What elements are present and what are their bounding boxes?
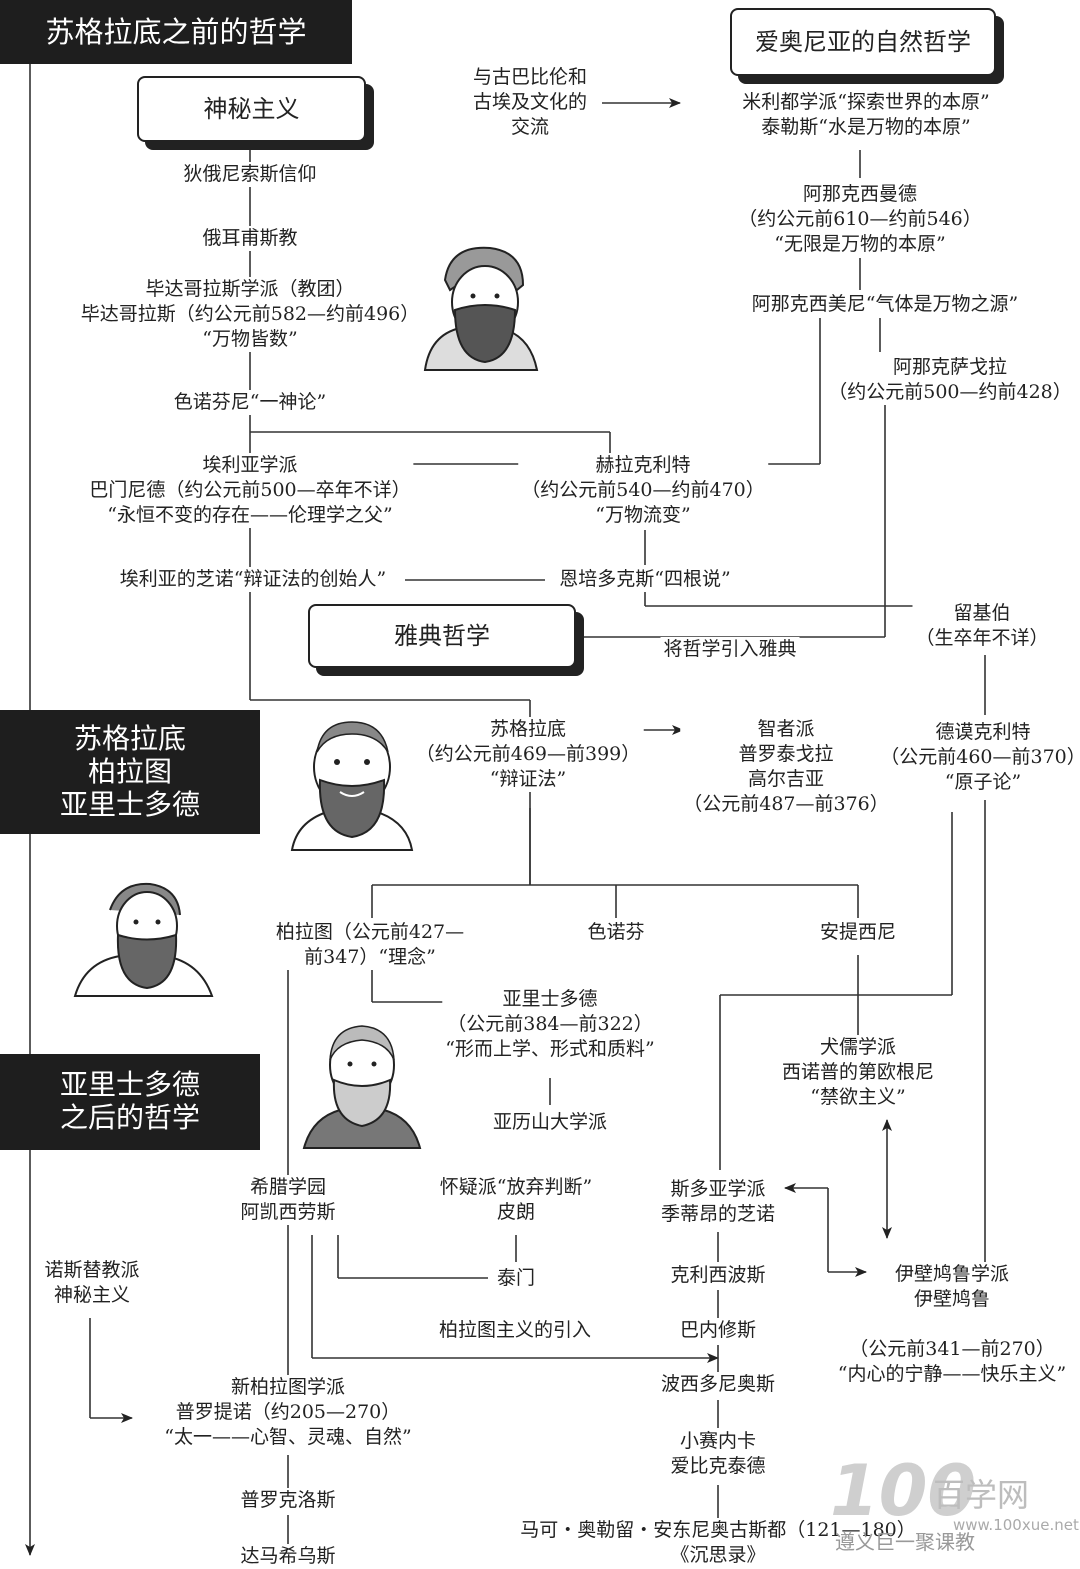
node-platonism-intro: 柏拉图主义的引入 (435, 1318, 595, 1343)
socrates-portrait-image (290, 721, 414, 851)
node-orphism: 俄耳甫斯教 (199, 226, 301, 251)
node-socrates: 苏格拉底（约公元前469—前399）“辩证法” (412, 717, 644, 792)
node-leucippus: 留基伯（生卒年不详） (912, 601, 1052, 651)
node-epicurus-dates: （公元前341—前270）“内心的宁静——快乐主义” (834, 1337, 1070, 1387)
watermark-account: 遵义巨一聚课教 (835, 1530, 975, 1554)
plato-portrait-image (73, 882, 214, 997)
pythagoras-portrait-image (423, 246, 539, 371)
era-label-socrates: 苏格拉底 柏拉图 亚里士多德 (0, 710, 260, 834)
section-box-ionian: 爱奥尼亚的自然哲学 (730, 8, 996, 76)
node-zeno-elea: 埃利亚的芝诺“辩证法的创始人” (116, 567, 390, 592)
node-proclus: 普罗克洛斯 (237, 1488, 339, 1513)
node-to-athens: 将哲学引入雅典 (660, 637, 800, 662)
node-pythagoras: 毕达哥拉斯学派（教团）毕达哥拉斯（约公元前582—约前496）“万物皆数” (77, 277, 423, 352)
node-xenophon: 色诺芬 (584, 920, 648, 945)
node-neoplatonism: 新柏拉图学派普罗提诺（约205—270）“太一——心智、灵魂、自然” (161, 1375, 415, 1450)
era-label-after-aristotle: 亚里士多德 之后的哲学 (0, 1054, 260, 1150)
node-democritus: 德谟克利特（公元前460—前370）“原子论” (877, 720, 1080, 795)
watermark-url: www.100xue.net (953, 1516, 1079, 1534)
node-antisthenes: 安提西尼 (816, 920, 900, 945)
node-posidonius: 波西多尼奥斯 (657, 1372, 779, 1397)
node-xenophanes: 色诺芬尼“一神论” (170, 390, 330, 415)
node-miletus: 米利都学派“探索世界的本原”泰勒斯“水是万物的本原” (739, 90, 993, 140)
node-plato: 柏拉图（公元前427—前347）“理念” (272, 920, 468, 970)
node-seneca: 小赛内卡爱比克泰德 (667, 1429, 769, 1479)
node-panaetius: 巴内修斯 (676, 1318, 760, 1343)
node-anaxagoras: 阿那克萨戈拉（约公元前500—约前428） (825, 355, 1075, 405)
node-skeptics: 怀疑派“放弃判断”皮朗 (436, 1175, 596, 1225)
section-box-mysticism: 神秘主义 (137, 76, 366, 142)
node-babylon: 与古巴比伦和古埃及文化的交流 (469, 65, 591, 140)
node-empedocles: 恩培多克斯“四根说” (556, 567, 734, 592)
watermark: 100 百学网 www.100xue.net 遵义巨一聚课教 (805, 1450, 1079, 1565)
node-epicureans: 伊壁鸠鲁学派伊壁鸠鲁 (891, 1262, 1013, 1312)
node-sophists: 智者派普罗泰戈拉高尔吉亚（公元前487—前376） (680, 717, 892, 817)
page-title: 苏格拉底之前的哲学 (0, 0, 352, 64)
node-chrysippus: 克利西波斯 (667, 1263, 769, 1288)
section-box-athens: 雅典哲学 (308, 604, 576, 668)
node-stoics: 斯多亚学派季蒂昂的芝诺 (657, 1177, 779, 1227)
node-timon: 泰门 (493, 1266, 539, 1291)
node-gnostics: 诺斯替教派神秘主义 (41, 1258, 143, 1308)
node-heraclitus: 赫拉克利特（约公元前540—约前470）“万物流变” (518, 453, 768, 528)
node-academy: 希腊学园阿凯西劳斯 (237, 1175, 339, 1225)
watermark-site-name: 百学网 (933, 1476, 1030, 1514)
node-cynics: 犬儒学派西诺普的第欧根尼“禁欲主义” (778, 1035, 938, 1110)
node-damascius: 达马希乌斯 (237, 1544, 339, 1569)
node-anaximander: 阿那克西曼德（约公元前610—约前546）“无限是万物的本原” (735, 182, 985, 257)
node-aristotle: 亚里士多德（公元前384—前322）“形而上学、形式和质料” (442, 987, 658, 1062)
node-eleatics: 埃利亚学派巴门尼德（约公元前500—卒年不详）“永恒不变的存在——伦理学之父” (86, 453, 414, 528)
watermark-logo-text: 100 (830, 1450, 977, 1532)
node-alexandria: 亚历山大学派 (489, 1110, 611, 1135)
node-dionysus: 狄俄尼索斯信仰 (180, 162, 320, 187)
node-marcus-aurelius: 马可・奥勒留・安东尼奥古斯都（121—180）《沉思录》 (517, 1518, 919, 1568)
node-anaximenes: 阿那克西美尼“气体是万物之源” (748, 292, 1022, 317)
aristotle-portrait-image (302, 1025, 422, 1149)
